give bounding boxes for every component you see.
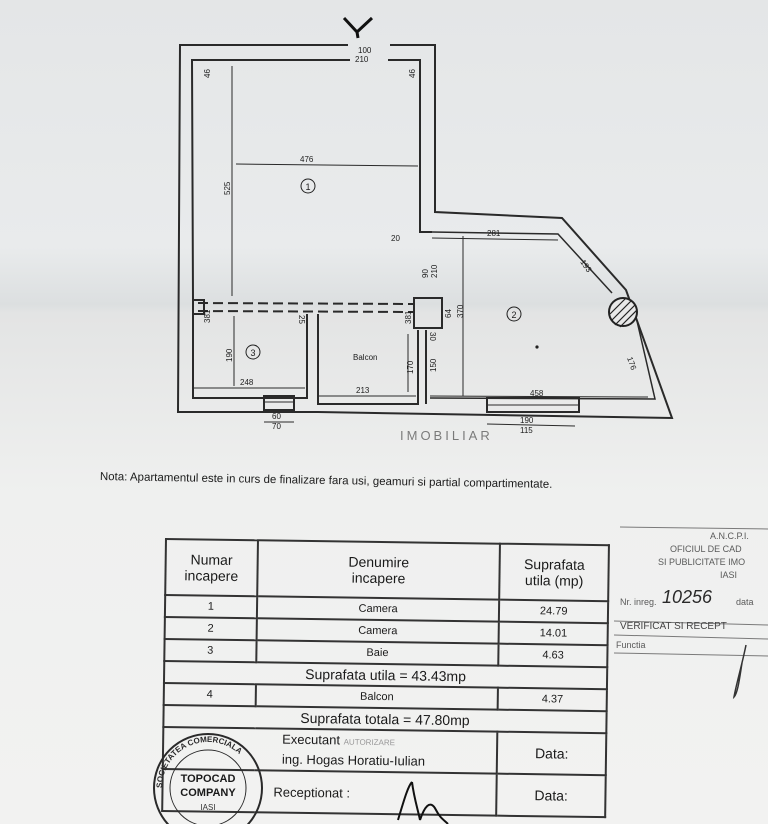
svg-text:1: 1 <box>305 182 310 192</box>
dim-vert-210: 210 <box>430 264 439 278</box>
dim-diag: 193 <box>578 258 593 275</box>
dim-right-side: 176 <box>625 356 638 372</box>
dim-window-60: 60 <box>272 412 281 421</box>
hatched-column-icon <box>608 297 638 328</box>
room-marker-1: 1 <box>300 178 316 194</box>
dim-mid-381: 381 <box>404 310 413 324</box>
dim-door-inner: 210 <box>355 55 369 64</box>
dim-left-25: 25 <box>297 315 306 324</box>
company-stamp: SOCIETATEA COMERCIALA TOPOCAD COMPANY IA… <box>153 733 263 824</box>
dim-mid-170: 170 <box>406 360 415 374</box>
dim-window-190: 190 <box>520 416 534 425</box>
dim-left-381: 381 <box>203 309 212 323</box>
svg-text:2: 2 <box>511 310 516 320</box>
dim-window-115: 115 <box>520 426 533 435</box>
dim-balcon-width: 213 <box>356 386 370 395</box>
svg-text:3: 3 <box>250 348 255 358</box>
dim-top-right: 46 <box>408 69 417 78</box>
signature-scribble <box>397 781 449 824</box>
dim-vert-64: 64 <box>444 309 453 318</box>
dim-room2-height: 370 <box>456 304 465 318</box>
dim-bath-width: 248 <box>240 378 254 387</box>
ancpi-stamp: A.N.C.P.I. OFICIUL DE CAD SI PUBLICITATE… <box>612 525 768 824</box>
watermark: IMOBILIAR <box>400 428 493 443</box>
dim-left-190: 190 <box>225 348 234 362</box>
plan-note: Nota: Apartamentul este in curs de final… <box>99 471 553 491</box>
dim-window-70: 70 <box>272 422 281 431</box>
floor-plan: 1 2 3 Balcon IMOBILIAR 100 210 46 46 476… <box>176 16 674 443</box>
room-marker-2: 2 <box>506 306 522 322</box>
dim-room1-width: 476 <box>300 155 314 164</box>
svg-text:COMPANY: COMPANY <box>180 787 236 799</box>
dim-vert-90: 90 <box>421 269 430 278</box>
balcony-label: Balcon <box>353 353 377 362</box>
dim-room1-height: 525 <box>223 181 232 195</box>
dim-room2-bottom: 458 <box>530 389 544 398</box>
dim-room2-top: 281 <box>487 229 501 238</box>
dim-door-outer: 100 <box>358 46 372 55</box>
svg-text:IASI: IASI <box>200 803 215 812</box>
dim-vert-30: 30 <box>428 332 437 341</box>
dim-top-left: 46 <box>203 69 212 78</box>
room-marker-3: 3 <box>245 344 261 360</box>
svg-text:TOPOCAD: TOPOCAD <box>181 773 236 785</box>
dim-vert-150: 150 <box>429 358 438 372</box>
dim-small-20: 20 <box>391 234 400 243</box>
north-arrow-icon <box>342 16 374 39</box>
